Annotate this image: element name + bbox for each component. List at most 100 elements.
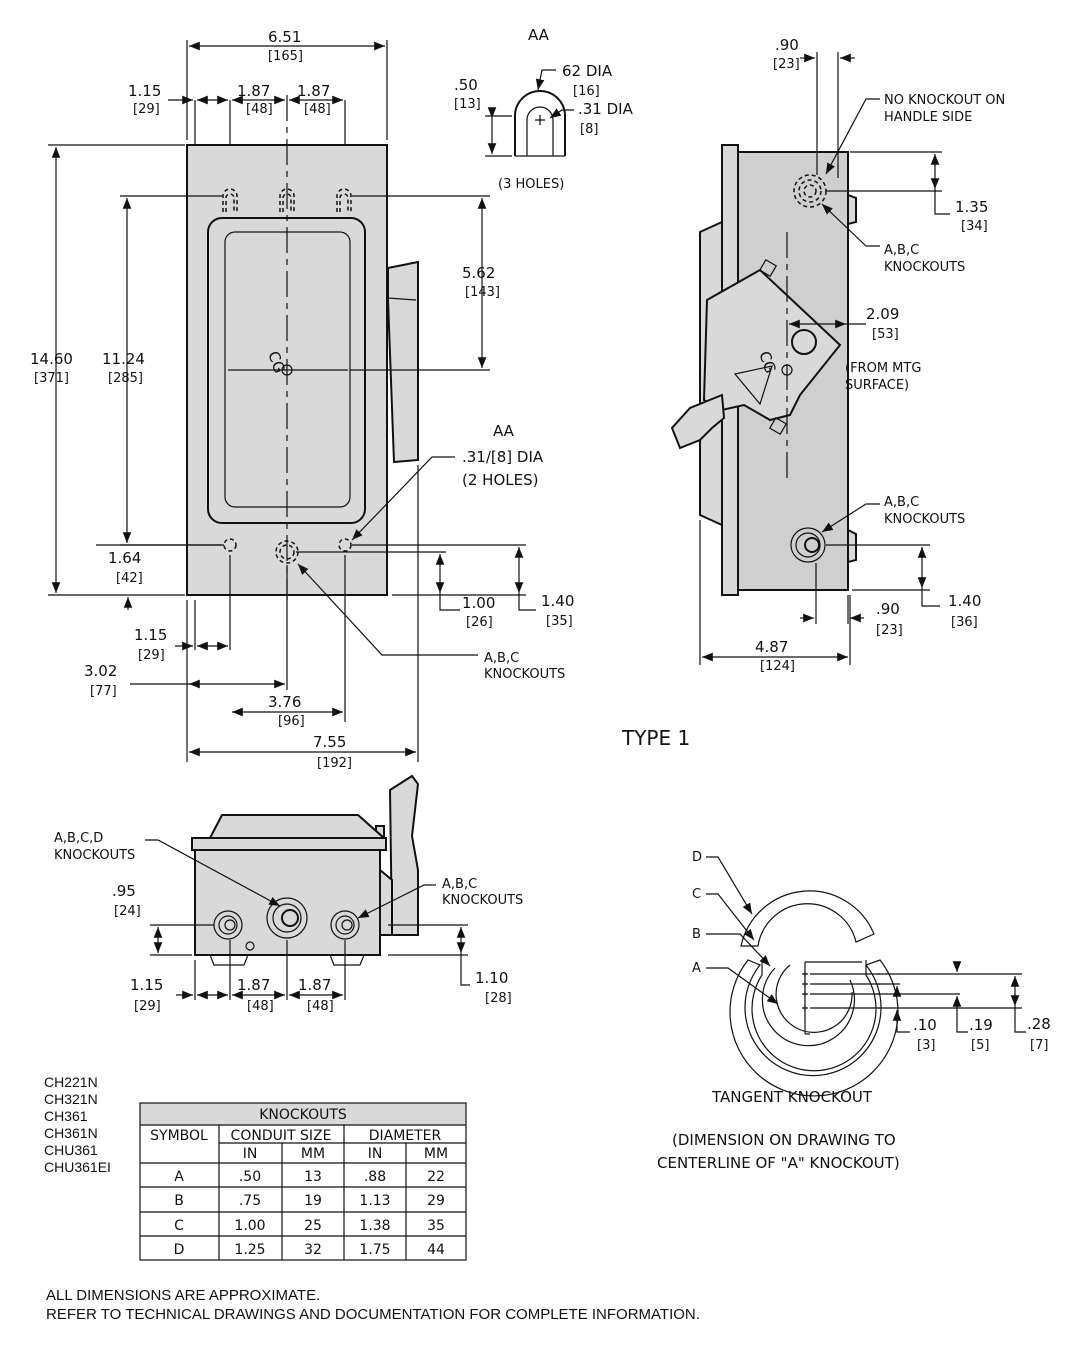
side-handle	[702, 268, 842, 422]
front-d115-mm: [29]	[133, 102, 160, 117]
table-symbol-header: SYMBOL	[150, 1128, 208, 1144]
front-holes2: (2 HOLES)	[462, 471, 538, 489]
front-d187b-mm: [48]	[304, 102, 331, 117]
side-d90b-mm: [23]	[876, 623, 903, 638]
bottom-d95-mm: [24]	[114, 904, 141, 919]
bottom-d187b-mm: [48]	[307, 999, 334, 1014]
front-w115-mm: [29]	[138, 648, 165, 663]
front-ko-label2: KNOCKOUTS	[484, 667, 565, 682]
detail-aa-d62-mm: [16]	[573, 84, 600, 99]
bottom-ko-right1: A,B,C	[442, 877, 477, 892]
model-item: CH321N	[44, 1091, 98, 1107]
model-list: CH221N CH321N CH361 CH361N CHU361 CHU361…	[44, 1074, 111, 1176]
detail-aa-d50-mm: [13]	[454, 97, 481, 112]
model-item: CHU361	[44, 1142, 98, 1158]
bottom-d187a-mm: [48]	[247, 999, 274, 1014]
front-w115: 1.15	[134, 626, 167, 644]
bottom-d115-mm: [29]	[134, 999, 161, 1014]
side-no-ko2: HANDLE SIDE	[884, 110, 972, 125]
table-cell: D	[174, 1242, 185, 1258]
detail-aa-d31: .31 DIA	[578, 100, 634, 118]
front-h1124: 11.24	[102, 350, 145, 368]
bottom-view: A,B,C,D KNOCKOUTS A,B,C KNOCKOUTS .95 [2…	[54, 774, 523, 1014]
top-mounting-holes	[222, 188, 352, 212]
tangent-label-d: D	[692, 850, 702, 865]
front-h164: 1.64	[108, 549, 141, 567]
front-width-mm: [165]	[268, 49, 303, 64]
front-w755: 7.55	[313, 733, 346, 751]
side-d140-mm: [36]	[951, 615, 978, 630]
front-h140-mm: [35]	[546, 614, 573, 629]
front-w755-mm: [192]	[317, 756, 352, 771]
table-cell: 44	[427, 1242, 445, 1258]
detail-aa-d50: .50	[454, 76, 478, 94]
side-ko-top1: A,B,C	[884, 243, 919, 258]
table-title: KNOCKOUTS	[259, 1107, 347, 1123]
tangent-title: TANGENT KNOCKOUT	[711, 1088, 873, 1106]
side-d135-mm: [34]	[961, 219, 988, 234]
tangent-label-c: C	[692, 887, 701, 902]
detail-aa-holes: (3 HOLES)	[498, 177, 564, 192]
front-height-mm: [371]	[34, 371, 69, 386]
front-handle	[387, 260, 419, 464]
table-cell: 32	[304, 1242, 322, 1258]
side-from1: (FROM MTG	[845, 361, 921, 376]
table-cell: 1.75	[359, 1242, 390, 1258]
front-d115: 1.15	[128, 82, 161, 100]
side-d90b: .90	[876, 600, 900, 618]
bottom-d187a: 1.87	[237, 976, 270, 994]
side-d209-mm: [53]	[872, 327, 899, 342]
table-cell: .75	[239, 1193, 261, 1209]
front-w376: 3.76	[268, 693, 301, 711]
side-ko-bot2: KNOCKOUTS	[884, 512, 965, 527]
tangent-d28-mm: [7]	[1030, 1038, 1048, 1053]
bottom-d110-mm: [28]	[485, 991, 512, 1006]
table-cell: 1.00	[234, 1218, 265, 1234]
front-width: 6.51	[268, 28, 301, 46]
table-cell: 29	[427, 1193, 445, 1209]
table-cell: 22	[427, 1169, 445, 1185]
front-d187b: 1.87	[297, 82, 330, 100]
table-cell: A	[174, 1169, 184, 1185]
bottom-d95: .95	[112, 882, 136, 900]
bottom-ko-left2: KNOCKOUTS	[54, 848, 135, 863]
table-in2-header: IN	[368, 1146, 383, 1162]
table-cell: .88	[364, 1169, 386, 1185]
front-h1124-mm: [285]	[108, 371, 143, 386]
side-d135: 1.35	[955, 198, 988, 216]
footer-notes: ALL DIMENSIONS ARE APPROXIMATE. REFER TO…	[46, 1286, 700, 1324]
side-from2: SURFACE)	[845, 378, 909, 393]
tangent-d10-mm: [3]	[917, 1038, 935, 1053]
side-d140: 1.40	[948, 592, 981, 610]
bottom-d110: 1.10	[475, 969, 508, 987]
front-holes2-dia: .31/[8] DIA	[462, 448, 544, 466]
side-ko-top2: KNOCKOUTS	[884, 260, 965, 275]
tangent-d19-mm: [5]	[971, 1038, 989, 1053]
front-view: CG 6.51 [165] 1.15 [29] 1.87 [48] 1.87 […	[30, 28, 574, 771]
detail-aa: AA .50 [13] 62 DIA [16] .31 DIA [8] (3 H…	[454, 26, 634, 192]
front-h164-mm: [42]	[116, 571, 143, 586]
side-no-ko1: NO KNOCKOUT ON	[884, 93, 1005, 108]
tangent-d28: .28	[1027, 1015, 1051, 1033]
tangent-d10: .10	[913, 1016, 937, 1034]
bottom-d187b: 1.87	[298, 976, 331, 994]
table-cell: 1.13	[359, 1193, 390, 1209]
side-ko-bot1: A,B,C	[884, 495, 919, 510]
table-mm1-header: MM	[301, 1146, 325, 1162]
table-in1-header: IN	[243, 1146, 258, 1162]
front-w302-mm: [77]	[90, 684, 117, 699]
table-cell: 1.25	[234, 1242, 265, 1258]
table-cell: 35	[427, 1218, 445, 1234]
detail-aa-title: AA	[528, 26, 550, 44]
note-line: ALL DIMENSIONS ARE APPROXIMATE.	[46, 1287, 321, 1304]
front-d187a-mm: [48]	[246, 102, 273, 117]
tangent-label-a: A	[692, 961, 701, 976]
detail-aa-d31-mm: [8]	[580, 122, 598, 137]
side-d90-mm: [23]	[773, 57, 800, 72]
note-line: REFER TO TECHNICAL DRAWINGS AND DOCUMENT…	[46, 1306, 700, 1323]
model-item: CH361	[44, 1108, 88, 1124]
front-d187a: 1.87	[237, 82, 270, 100]
tangent-d19: .19	[969, 1016, 993, 1034]
table-diameter-header: DIAMETER	[369, 1128, 442, 1144]
